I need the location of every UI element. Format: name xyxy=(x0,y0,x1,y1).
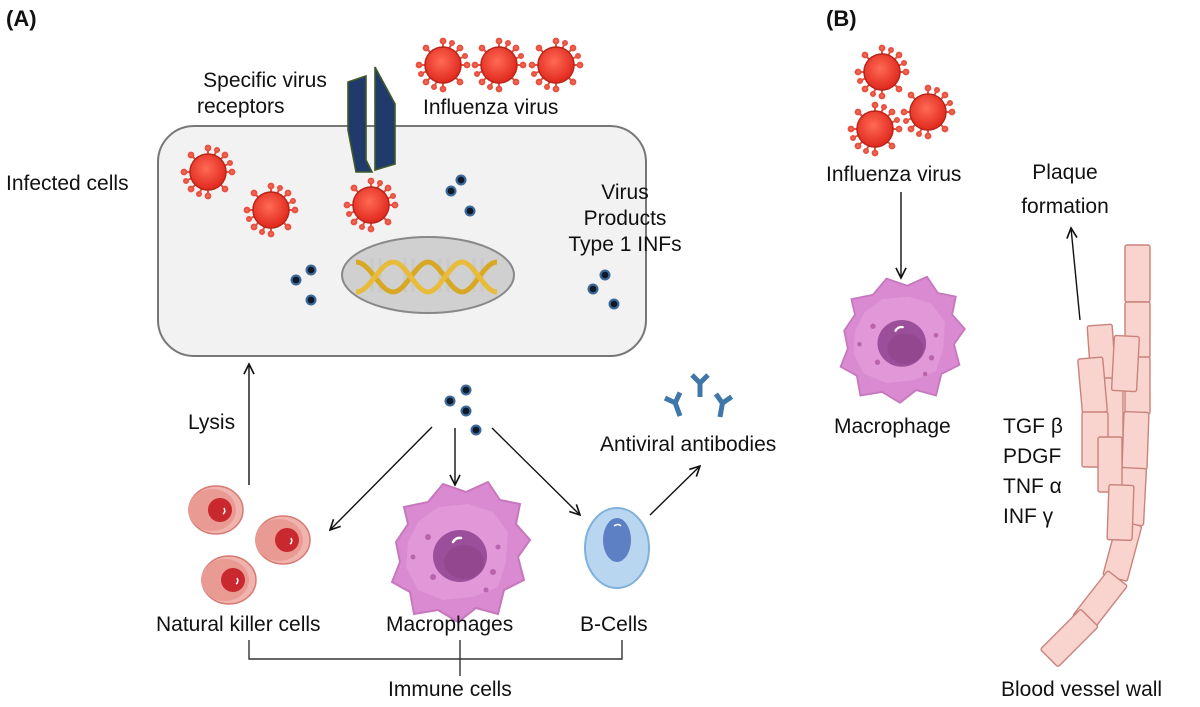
virus-product-dot-icon xyxy=(460,405,472,417)
influenza-virus-label: Influenza virus xyxy=(423,96,559,119)
arrow-to-plaque xyxy=(1071,228,1081,321)
virus-product-dot-icon xyxy=(460,384,472,396)
receptors-label-line2: receptors xyxy=(197,95,285,118)
virus-product-dot-icon xyxy=(305,264,317,276)
virus-product-dot-icon xyxy=(445,185,457,197)
antiviral-antibodies-label: Antiviral antibodies xyxy=(600,433,777,456)
cytokine-item: TNF α xyxy=(1003,475,1062,498)
virus-product-dot-icon xyxy=(444,395,456,407)
influenza-virus-label-b: Influenza virus xyxy=(826,163,962,186)
panel-b-label: (B) xyxy=(826,6,857,31)
nk-cell-icon xyxy=(254,515,311,565)
arrow-to-b-cells xyxy=(491,427,580,515)
virus-product-dot-icon xyxy=(599,269,611,281)
infected-cells-label: Infected cells xyxy=(6,172,129,195)
immune-cells-label: Immune cells xyxy=(388,678,512,701)
virus-icon xyxy=(528,37,584,93)
virus-icon xyxy=(900,84,956,140)
virus-product-dot-icon xyxy=(464,205,476,217)
plaque-line1: Plaque xyxy=(1032,161,1098,184)
macrophages-label: Macrophages xyxy=(386,613,514,636)
virus-receptor-icon xyxy=(347,66,396,173)
arrow-to-antibodies xyxy=(649,466,700,516)
virus-icon xyxy=(847,101,903,157)
virus-products-label: Virus Products Type 1 INFs xyxy=(560,180,690,258)
virus-products-line2: Products xyxy=(583,207,667,230)
receptors-label-line1: Specific virus xyxy=(203,69,327,92)
nk-cells-label: Natural killer cells xyxy=(156,613,321,636)
cytokine-item: INF γ xyxy=(1003,505,1054,528)
nk-cell-icon xyxy=(187,485,244,535)
b-cell-icon xyxy=(584,507,650,589)
lysis-label: Lysis xyxy=(188,411,236,434)
panel-a-label: (A) xyxy=(6,6,37,31)
cytokine-item: PDGF xyxy=(1003,445,1062,468)
virus-icon xyxy=(471,37,527,93)
blood-vessel-wall-label: Blood vessel wall xyxy=(1001,678,1163,701)
nucleus-dna-icon xyxy=(341,236,515,314)
virus-product-dot-icon xyxy=(470,424,482,436)
arrow-to-nk-cells xyxy=(330,426,433,530)
virus-icon xyxy=(415,37,471,93)
virus-icon xyxy=(243,182,299,238)
plaque-line2: formation xyxy=(1021,195,1109,218)
antibody-icon xyxy=(665,393,688,419)
macrophage-icon xyxy=(390,480,532,624)
virus-product-dot-icon xyxy=(305,294,317,306)
cytokine-item: TGF β xyxy=(1003,415,1063,438)
virus-icon xyxy=(343,177,399,233)
blood-vessel-wall-icon xyxy=(1040,244,1151,667)
virus-product-dot-icon xyxy=(290,274,302,286)
virus-icon xyxy=(180,144,236,200)
receptors-label: Specific virus receptors xyxy=(185,68,345,120)
virus-product-dot-icon xyxy=(608,298,620,310)
immune-cells-bracket xyxy=(248,640,623,660)
macrophage-icon xyxy=(839,275,966,404)
nk-cell-icon xyxy=(200,555,257,605)
plaque-formation-label: Plaque formation xyxy=(1010,160,1120,220)
virus-product-dot-icon xyxy=(587,283,599,295)
cytokines-list: TGF β PDGF TNF α INF γ xyxy=(1003,412,1063,532)
macrophage-label: Macrophage xyxy=(834,415,951,438)
antibody-icon xyxy=(692,375,708,397)
virus-product-dot-icon xyxy=(455,174,467,186)
virus-products-line1: Virus xyxy=(601,181,649,204)
antibody-icon xyxy=(712,394,732,418)
virus-products-line3: Type 1 INFs xyxy=(568,233,682,256)
b-cells-label: B-Cells xyxy=(580,613,648,636)
virus-icon xyxy=(854,44,910,100)
